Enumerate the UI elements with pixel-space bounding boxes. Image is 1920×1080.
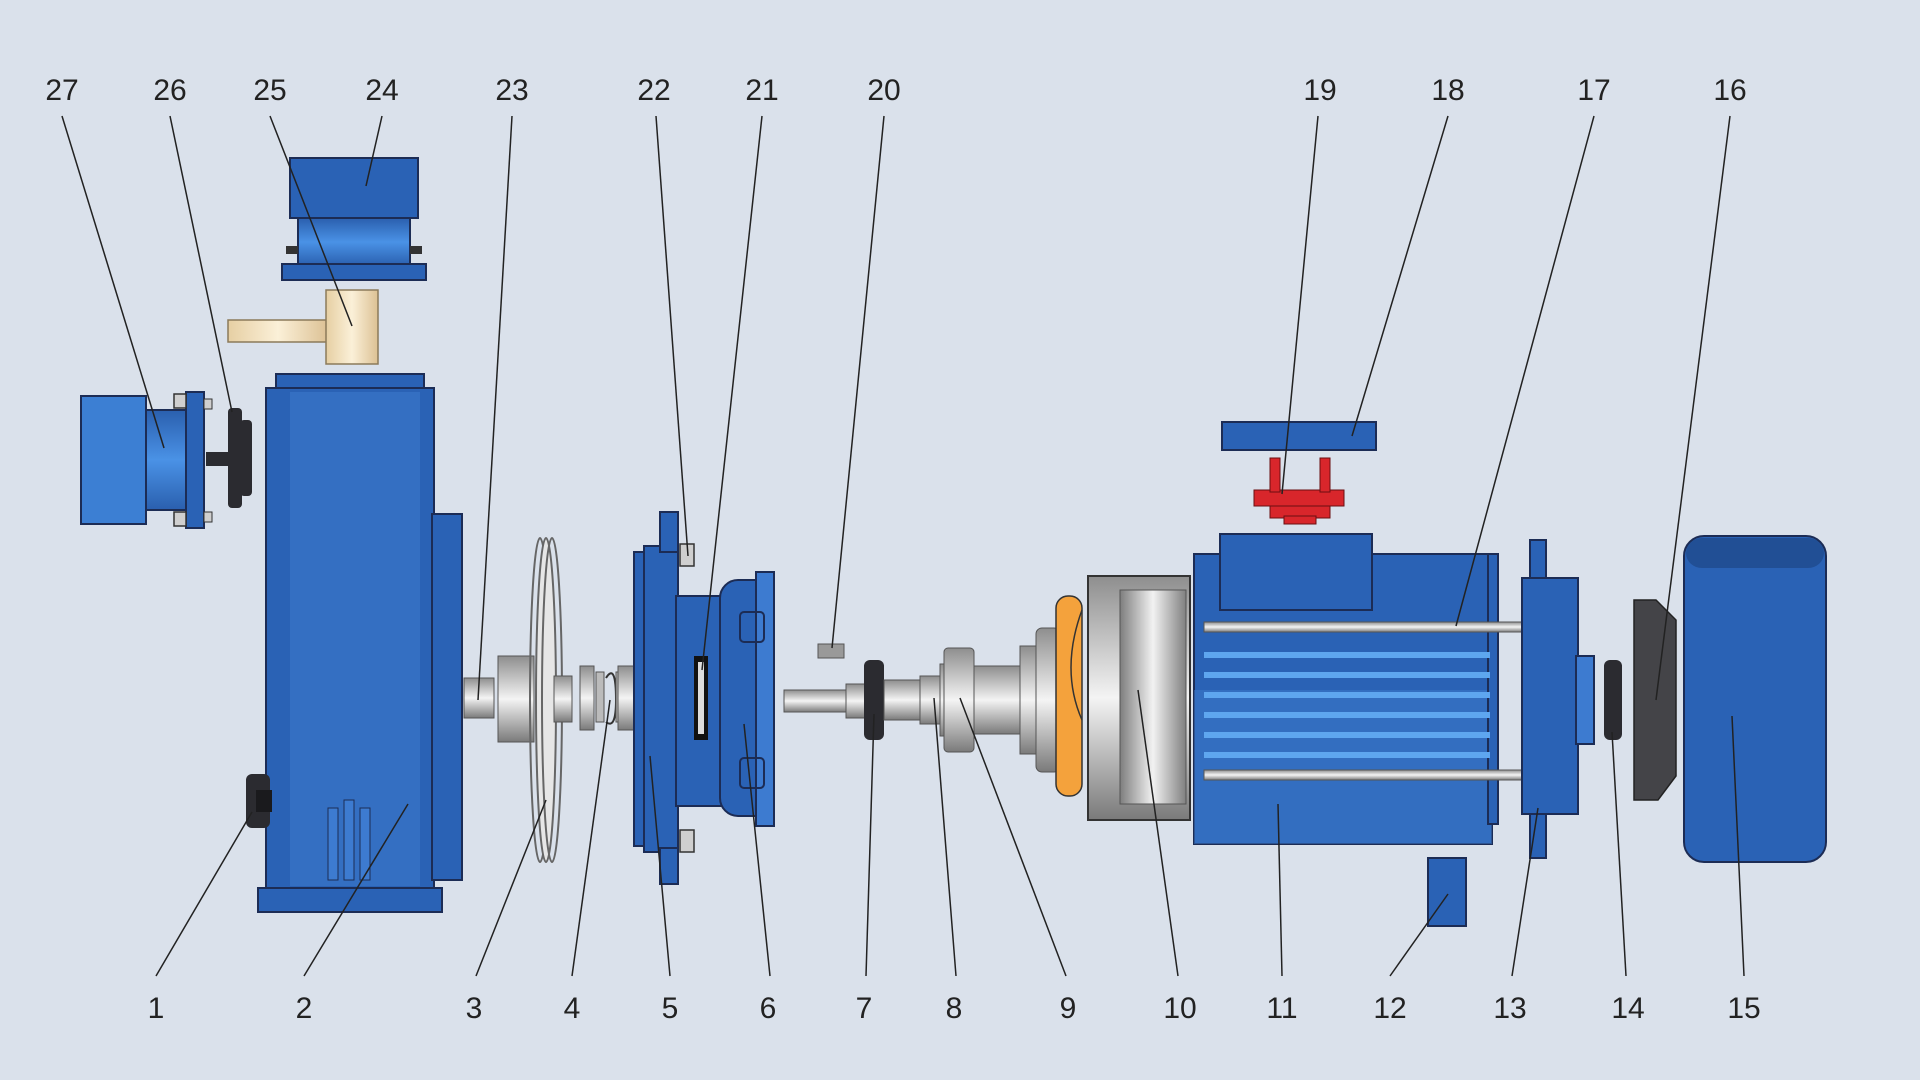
callout-16: 16: [1713, 74, 1746, 107]
callout-3: 3: [466, 992, 483, 1025]
callout-17: 17: [1577, 74, 1610, 107]
terminal-cover: [1221, 421, 1377, 451]
key: [817, 643, 845, 659]
callout-6: 6: [760, 992, 777, 1025]
cooling-fan: [1633, 599, 1677, 801]
fan-cover: [1683, 535, 1827, 863]
callout-23: 23: [495, 74, 528, 107]
callout-18: 18: [1431, 74, 1464, 107]
inlet-housing: [80, 391, 213, 529]
callout-24: 24: [365, 74, 398, 107]
bearing-cap: [1055, 595, 1083, 797]
callout-25: 25: [253, 74, 286, 107]
drain-plug: [246, 774, 272, 828]
fill-plug: [227, 289, 379, 365]
callout-7: 7: [856, 992, 873, 1025]
motor-foot: [1427, 857, 1467, 927]
callout-19: 19: [1303, 74, 1336, 107]
check-valve: [206, 408, 252, 508]
callout-10: 10: [1163, 992, 1196, 1025]
end-shield: [1087, 575, 1191, 821]
callout-8: 8: [946, 992, 963, 1025]
leader-lines: [61, 115, 1745, 977]
callout-15: 15: [1727, 992, 1760, 1025]
callout-5: 5: [662, 992, 679, 1025]
bracket: [719, 571, 775, 827]
callout-2: 2: [296, 992, 313, 1025]
callout-1: 1: [148, 992, 165, 1025]
callout-27: 27: [45, 74, 78, 107]
seal-cover: [633, 511, 723, 885]
callout-12: 12: [1373, 992, 1406, 1025]
top-callouts: 27 26 25 24 23 22 21 20 19 18 17 16: [45, 74, 1746, 107]
bearing-ring: [1604, 660, 1622, 740]
callout-13: 13: [1493, 992, 1526, 1025]
callout-14: 14: [1611, 992, 1644, 1025]
callout-26: 26: [153, 74, 186, 107]
pump-casing: [257, 373, 463, 913]
impeller: [463, 537, 573, 863]
mechanical-seal: [579, 665, 635, 731]
discharge-flange: [281, 157, 427, 281]
motor-body: [1193, 533, 1565, 845]
rear-end-cover: [1521, 539, 1595, 859]
callout-11: 11: [1266, 992, 1297, 1025]
bottom-callouts: 1 2 3 4 5 6 7 8 9 10 11 12 13 14 15: [148, 992, 1761, 1025]
callout-21: 21: [745, 74, 778, 107]
terminal-block: [1253, 457, 1345, 525]
motor-shaft: [783, 627, 1061, 773]
callout-20: 20: [867, 74, 900, 107]
callout-9: 9: [1060, 992, 1077, 1025]
callout-4: 4: [564, 992, 581, 1025]
callout-22: 22: [637, 74, 670, 107]
